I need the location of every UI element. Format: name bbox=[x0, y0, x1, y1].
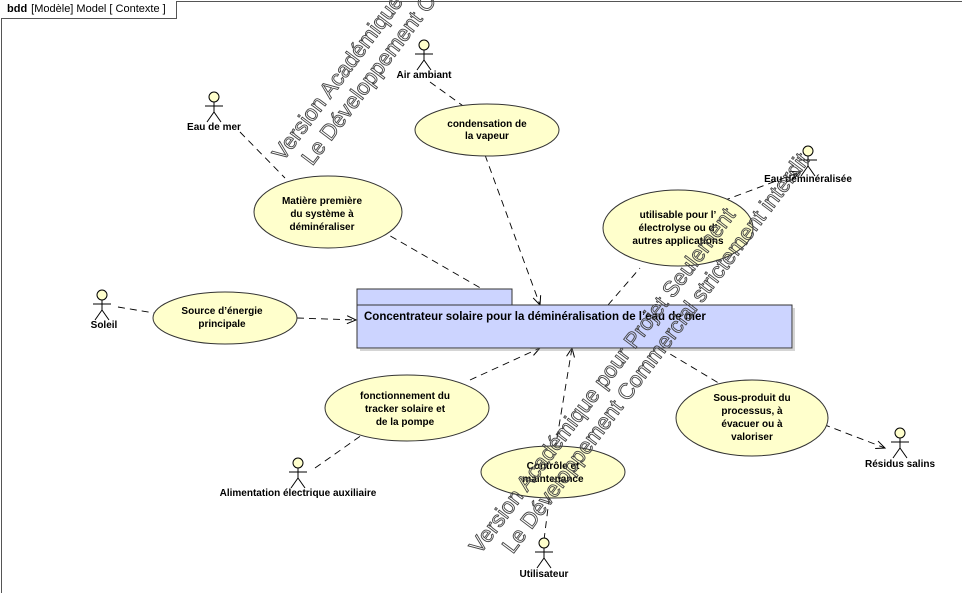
connector-air-condensation bbox=[429, 81, 467, 109]
usecase-utilisable[interactable]: utilisable pour l’électrolyse ou d’autre… bbox=[602, 189, 754, 267]
frame-title: [Modèle] Model [ Contexte ] bbox=[31, 3, 166, 15]
actor-air[interactable]: Air ambiant bbox=[396, 39, 452, 81]
stick-figure-icon bbox=[93, 289, 111, 321]
frame-title-tab: bdd[Modèle] Model [ Contexte ] bbox=[1, 1, 177, 19]
actor-label: Eau déminéralisée bbox=[764, 174, 852, 185]
actor-label: Utilisateur bbox=[520, 569, 569, 580]
stick-figure-icon bbox=[205, 91, 223, 123]
frame-keyword: bdd bbox=[7, 3, 28, 15]
actor-sea[interactable]: Eau de mer bbox=[187, 91, 241, 133]
actor-label: Soleil bbox=[91, 320, 118, 331]
actor-label: Air ambiant bbox=[396, 70, 452, 81]
actor-label: Eau de mer bbox=[187, 122, 241, 133]
connector-tracker-block bbox=[469, 347, 542, 381]
connector-block-sousproduit bbox=[659, 347, 723, 386]
connector-condensation-block bbox=[484, 154, 542, 307]
stick-figure-icon bbox=[415, 39, 433, 71]
connector-source-block bbox=[296, 315, 358, 325]
block-concentrateur[interactable]: Concentrateur solaire pour la déminérali… bbox=[356, 288, 795, 351]
watermark-top: Version Académique pour Le Développement… bbox=[267, 0, 471, 170]
block-name: Concentrateur solaire pour la déminérali… bbox=[364, 311, 706, 323]
connector-sea-matiere bbox=[239, 131, 286, 179]
stick-figure-icon bbox=[891, 427, 909, 459]
actor-label: Résidus salins bbox=[865, 459, 935, 470]
actor-demin[interactable]: Eau déminéralisée bbox=[764, 145, 852, 185]
actor-power[interactable]: Alimentation électrique auxiliaire bbox=[220, 457, 377, 499]
svg-text:utilisable pour l’électrolyse: utilisable pour l’électrolyse ou d’autre… bbox=[632, 210, 724, 247]
connector-user-controle bbox=[543, 491, 551, 541]
stick-figure-icon bbox=[535, 537, 553, 569]
stick-figure-icon bbox=[799, 145, 817, 177]
connector-block-utilisable bbox=[607, 267, 641, 306]
connector-controle-block bbox=[554, 346, 575, 451]
actor-sun[interactable]: Soleil bbox=[91, 289, 118, 331]
actor-salt[interactable]: Résidus salins bbox=[865, 427, 935, 470]
actor-label: Alimentation électrique auxiliaire bbox=[220, 488, 377, 499]
connector-power-tracker bbox=[314, 434, 363, 469]
actor-user[interactable]: Utilisateur bbox=[520, 537, 569, 580]
svg-text:Version Académique pour Projet: Version Académique pour Projet Seulement bbox=[464, 203, 740, 558]
stick-figure-icon bbox=[289, 457, 307, 489]
